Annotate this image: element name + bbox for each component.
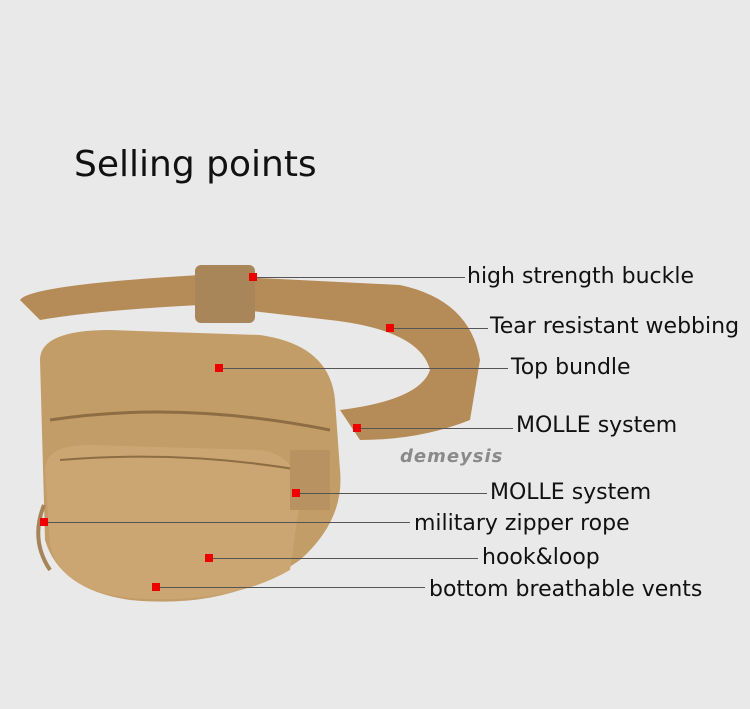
zipper-rope [36, 504, 52, 572]
marker-dot [40, 518, 48, 526]
callout-label: bottom breathable vents [429, 577, 703, 602]
marker-dot [152, 583, 160, 591]
callout-label: military zipper rope [414, 511, 630, 536]
marker-dot [292, 489, 300, 497]
callout-label: Top bundle [511, 355, 631, 380]
marker-dot [353, 424, 361, 432]
marker-dot [215, 364, 223, 372]
marker-dot [205, 554, 213, 562]
callout-label: hook&loop [482, 545, 600, 570]
callout-label: MOLLE system [516, 413, 678, 438]
callout-label: MOLLE system [490, 480, 652, 505]
marker-dot [249, 273, 257, 281]
page-title: Selling points [74, 144, 317, 185]
marker-dot [386, 324, 394, 332]
buckle [195, 265, 255, 323]
callout-label: high strength buckle [467, 264, 695, 289]
webbing-strap [20, 275, 480, 440]
molle-straps [290, 450, 330, 510]
watermark: demeysis [400, 446, 504, 467]
callout-label: Tear resistant webbing [490, 314, 740, 339]
